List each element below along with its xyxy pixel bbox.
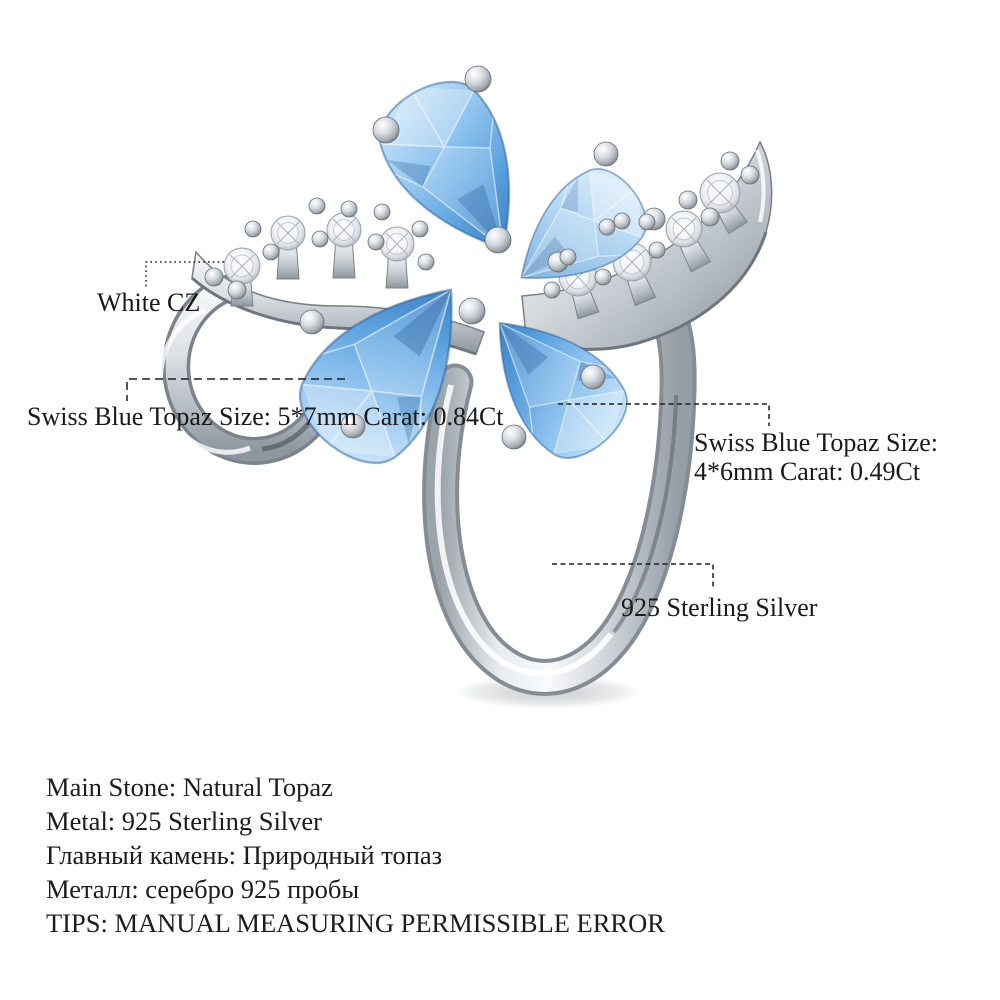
topaz-petal-top-left — [378, 80, 511, 251]
topaz-right-carat: Carat: 0.49Ct — [779, 457, 921, 486]
leader-line-topaz-left — [126, 378, 345, 401]
ring-shank — [422, 295, 697, 696]
topaz-right-name: Swiss Blue Topaz — [694, 428, 880, 457]
topaz-right-size: Size: 4*6mm — [694, 428, 938, 486]
spec-list: Main Stone: Natural Topaz Metal: 925 Ste… — [46, 770, 665, 940]
topaz-left-carat: Carat: 0.84Ct — [363, 402, 504, 431]
metal-label: 925 Sterling Silver — [621, 593, 818, 622]
spec-tips: TIPS: MANUAL MEASURING PERMISSIBLE ERROR — [46, 908, 665, 938]
ring-swirl — [158, 275, 341, 465]
spec-metal: Metal: 925 Sterling Silver — [46, 806, 323, 836]
leader-line-metal — [552, 563, 714, 590]
spec-main-stone: Main Stone: Natural Topaz — [46, 772, 333, 802]
cz-stone — [326, 212, 362, 248]
topaz-left-size: Size: 5*7mm — [218, 402, 357, 431]
topaz-left-name: Swiss Blue Topaz — [27, 402, 213, 431]
cz-stone — [665, 210, 703, 248]
spec-main-stone-ru: Главный камень: Природный топаз — [46, 840, 443, 870]
white-cz-label: White CZ — [97, 288, 201, 317]
topaz-petal-bottom-right — [498, 321, 628, 459]
cz-stone — [223, 247, 261, 285]
spec-metal-ru: Металл: серебро 925 пробы — [46, 874, 360, 904]
topaz-right-callout: Swiss Blue Topaz Size: 4*6mm Carat: 0.49… — [694, 428, 1000, 486]
leader-line-white-cz — [145, 261, 224, 287]
leader-line-topaz-right — [558, 403, 770, 426]
topaz-left-callout: Swiss Blue Topaz Size: 5*7mm Carat: 0.84… — [27, 402, 504, 432]
cz-stone — [270, 215, 306, 251]
cz-stone — [379, 226, 415, 262]
prong-beads — [204, 65, 760, 450]
cz-stone — [699, 172, 741, 214]
